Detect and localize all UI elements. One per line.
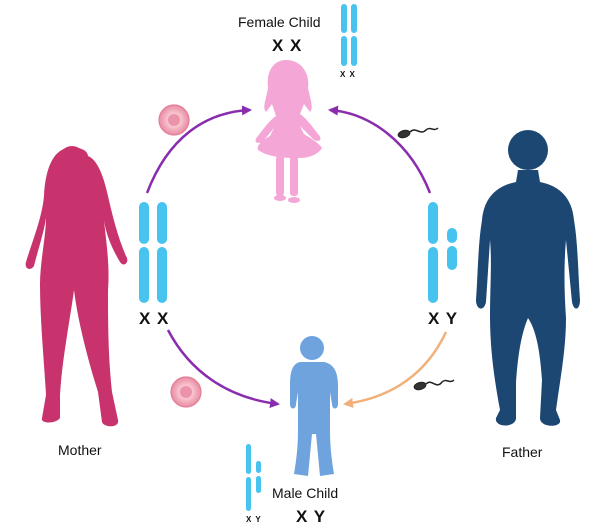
mother-label: Mother bbox=[58, 442, 102, 458]
female-child-chromosomes bbox=[341, 4, 357, 66]
father-silhouette bbox=[476, 130, 580, 426]
father-label: Father bbox=[502, 444, 543, 460]
sperm-cell-icon bbox=[397, 127, 439, 139]
boy-silhouette bbox=[290, 336, 338, 476]
girl-silhouette bbox=[255, 60, 322, 203]
arrow-father-to-female bbox=[328, 105, 432, 194]
male-child-chromosome-label: X Y bbox=[246, 515, 262, 524]
egg-cell-icon bbox=[158, 104, 190, 136]
female-child-label: Female Child bbox=[238, 14, 321, 30]
mother-chromosomes bbox=[139, 202, 167, 303]
arrow-mother-to-female bbox=[145, 105, 252, 194]
father-genotype: X Y bbox=[428, 309, 459, 328]
sperm-cell-icon bbox=[413, 379, 455, 391]
egg-cell-icon bbox=[170, 376, 202, 408]
mother-silhouette bbox=[25, 146, 128, 427]
father-chromosomes bbox=[428, 202, 457, 303]
arrow-mother-to-male bbox=[166, 329, 280, 409]
female-child-chromosome-label: X X bbox=[340, 70, 356, 79]
female-child-genotype: X X bbox=[272, 36, 303, 55]
male-child-genotype: X Y bbox=[296, 507, 327, 526]
arrow-father-to-male bbox=[343, 331, 448, 408]
male-child-chromosomes bbox=[246, 444, 261, 511]
mother-genotype: X X bbox=[139, 309, 170, 328]
male-child-label: Male Child bbox=[272, 485, 339, 501]
